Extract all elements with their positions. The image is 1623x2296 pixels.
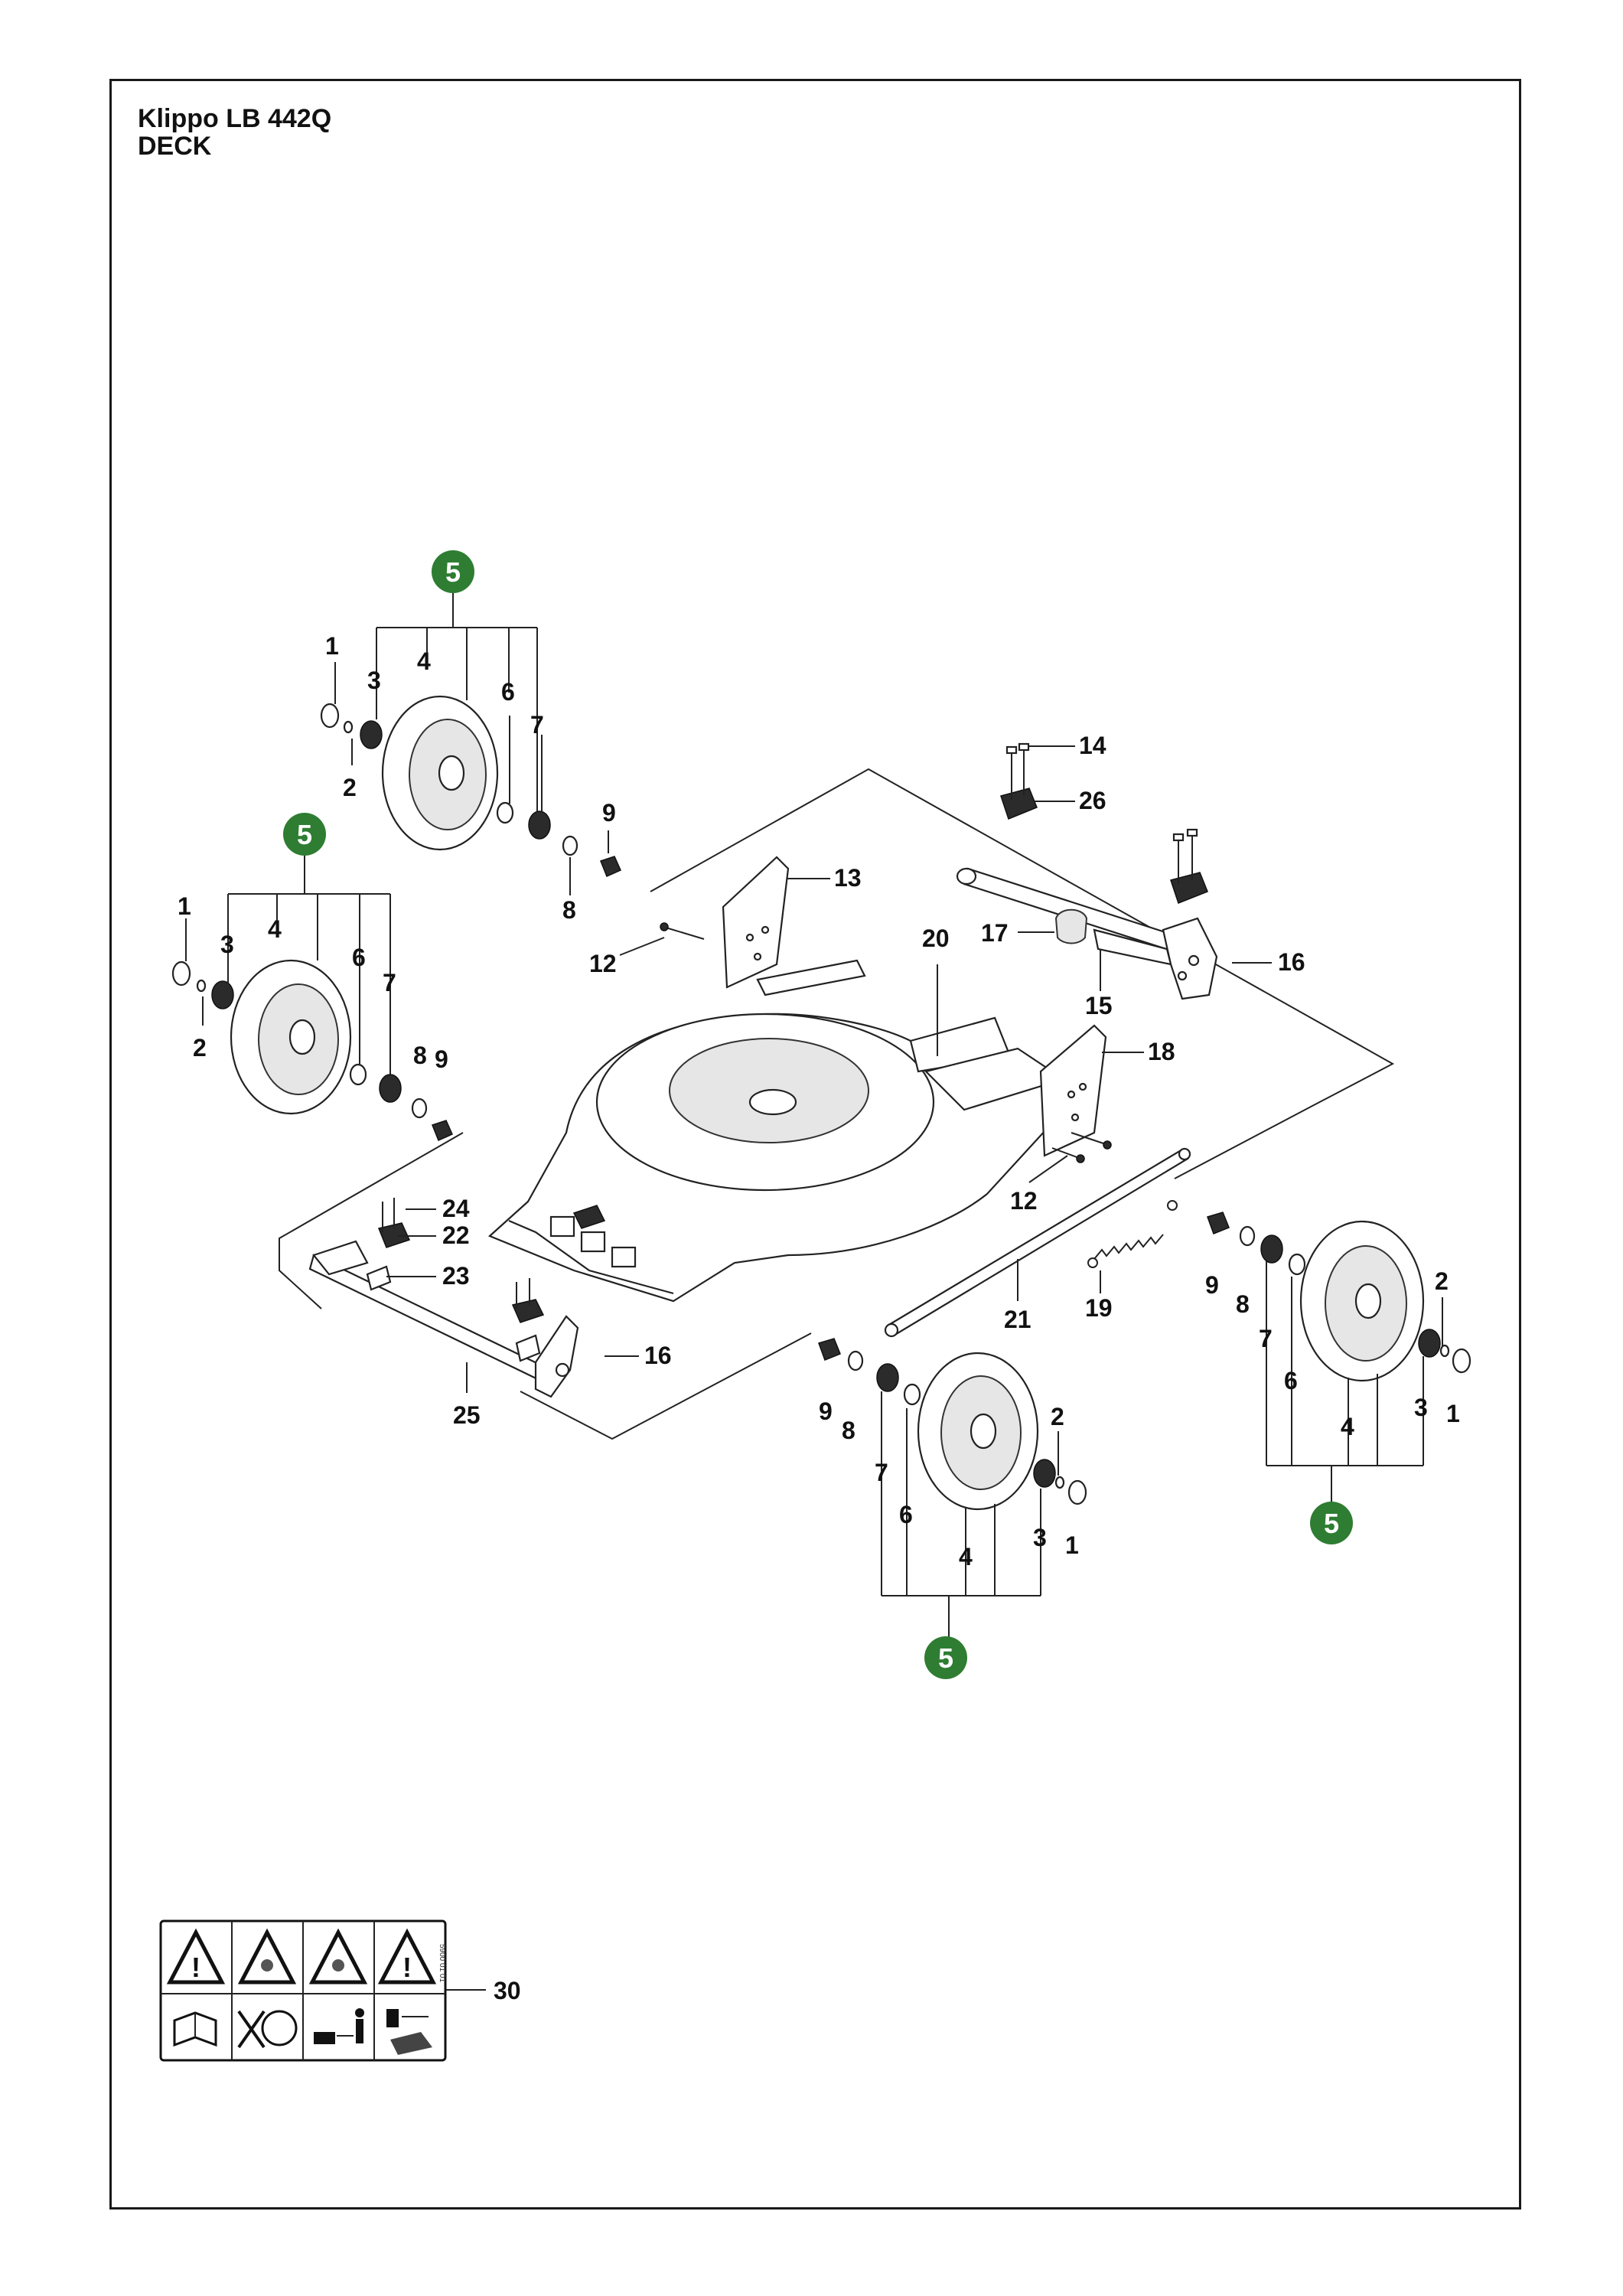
wheel-assembly-middle-left: [171, 959, 453, 1142]
svg-text:5: 5: [938, 1642, 953, 1674]
front-axle: [308, 1198, 579, 1398]
label-26: 26: [1079, 787, 1106, 814]
label-18: 18: [1148, 1038, 1175, 1065]
clamp-26-second: [1170, 828, 1208, 904]
model-title: Klippo LB 442Q: [138, 104, 332, 133]
label-22: 22: [442, 1221, 470, 1249]
label-4: 4: [268, 915, 282, 943]
label-12: 12: [589, 950, 617, 977]
leader-lines: [185, 585, 1443, 1991]
svg-text:!: !: [402, 1952, 412, 1983]
label-3: 3: [1414, 1394, 1428, 1421]
warning-triangle-icon: !: [166, 1928, 226, 1985]
label-20: 20: [922, 925, 950, 952]
wheel-badge-bottom-right: 5: [1310, 1502, 1353, 1544]
label-1: 1: [325, 632, 339, 660]
label-24: 24: [442, 1195, 470, 1222]
screw-12-upper: [660, 922, 705, 940]
label-6: 6: [899, 1501, 913, 1528]
label-9: 9: [819, 1397, 833, 1425]
warning-triangle-icon: !: [377, 1928, 437, 1985]
label-9: 9: [602, 799, 616, 827]
wheel-assembly-bottom-right: [1207, 1212, 1471, 1382]
label-1: 1: [178, 892, 191, 920]
label-4: 4: [959, 1543, 973, 1570]
label-2: 2: [343, 774, 357, 801]
assembly-outline: [650, 768, 1395, 1179]
svg-text:5900 01 01: 5900 01 01: [438, 1944, 446, 1982]
label-3: 3: [1033, 1524, 1047, 1551]
label-7: 7: [1259, 1325, 1273, 1352]
label-6: 6: [1284, 1367, 1298, 1394]
label-15: 15: [1085, 992, 1113, 1019]
spring-19: [1087, 1200, 1178, 1268]
safety-decal: ! !: [159, 1919, 447, 2062]
svg-text:5: 5: [1324, 1508, 1339, 1539]
label-2: 2: [1051, 1403, 1064, 1430]
label-3: 3: [367, 667, 381, 694]
label-16: 16: [1278, 948, 1305, 976]
wheel-assembly-top-left: [320, 695, 621, 878]
label-7: 7: [383, 969, 396, 996]
label-1: 1: [1446, 1400, 1460, 1427]
wheel-badge-top-left: 5: [432, 550, 474, 593]
label-2: 2: [1435, 1267, 1449, 1295]
label-1: 1: [1065, 1531, 1079, 1559]
screw-12-lower: [1051, 1132, 1112, 1163]
label-4: 4: [1341, 1413, 1354, 1440]
label-6: 6: [352, 944, 366, 971]
disconnect-before-service-icon: [386, 2009, 432, 2055]
svg-text:5: 5: [297, 819, 312, 850]
warning-triangle-icon: [237, 1928, 297, 1985]
label-16: 16: [644, 1342, 672, 1369]
label-14: 14: [1079, 732, 1106, 759]
label-9: 9: [435, 1045, 448, 1073]
label-6: 6: [501, 678, 515, 706]
label-23: 23: [442, 1262, 470, 1290]
height-plate-18: [1039, 1024, 1107, 1157]
height-plate-13: [722, 856, 790, 989]
label-7: 7: [530, 711, 544, 739]
svg-text:!: !: [191, 1952, 200, 1983]
label-30: 30: [494, 1977, 521, 2004]
manual-book-icon: [173, 2011, 217, 2047]
label-4: 4: [417, 647, 431, 675]
label-19: 19: [1085, 1294, 1113, 1322]
keep-distance-icon: [314, 2008, 364, 2044]
label-12: 12: [1010, 1187, 1038, 1215]
label-17: 17: [981, 919, 1009, 947]
label-8: 8: [1236, 1290, 1250, 1318]
part-labels: 1 3 4 6 7 2 9 8 1 3 4 6 7 2 8 9 14 26 13…: [178, 632, 1460, 2004]
label-8: 8: [413, 1042, 427, 1069]
wheel-assembly-bottom-center: [818, 1338, 1087, 1511]
page-frame: [109, 79, 1521, 2210]
rear-axle: [956, 867, 1218, 1000]
label-25: 25: [453, 1401, 481, 1429]
link-rod-21: [884, 1147, 1191, 1338]
label-2: 2: [193, 1034, 207, 1062]
section-title: DECK: [138, 132, 212, 161]
mower-deck: [487, 959, 1073, 1303]
assembly-outline-left: [279, 1132, 464, 1309]
svg-text:5: 5: [445, 556, 461, 588]
label-21: 21: [1004, 1306, 1031, 1333]
label-9: 9: [1205, 1271, 1219, 1299]
label-8: 8: [562, 896, 576, 924]
label-8: 8: [842, 1417, 855, 1444]
label-3: 3: [220, 931, 234, 958]
label-13: 13: [834, 864, 862, 892]
clamp-26: [1000, 742, 1038, 820]
no-hands-under-deck-icon: [237, 2010, 298, 2049]
warning-triangle-icon: [308, 1928, 368, 1985]
wheel-badge-middle-left: 5: [283, 813, 326, 856]
wheel-badge-bottom-center: 5: [924, 1636, 967, 1679]
label-7: 7: [875, 1459, 888, 1486]
assembly-outline-bottom: [520, 1332, 812, 1440]
